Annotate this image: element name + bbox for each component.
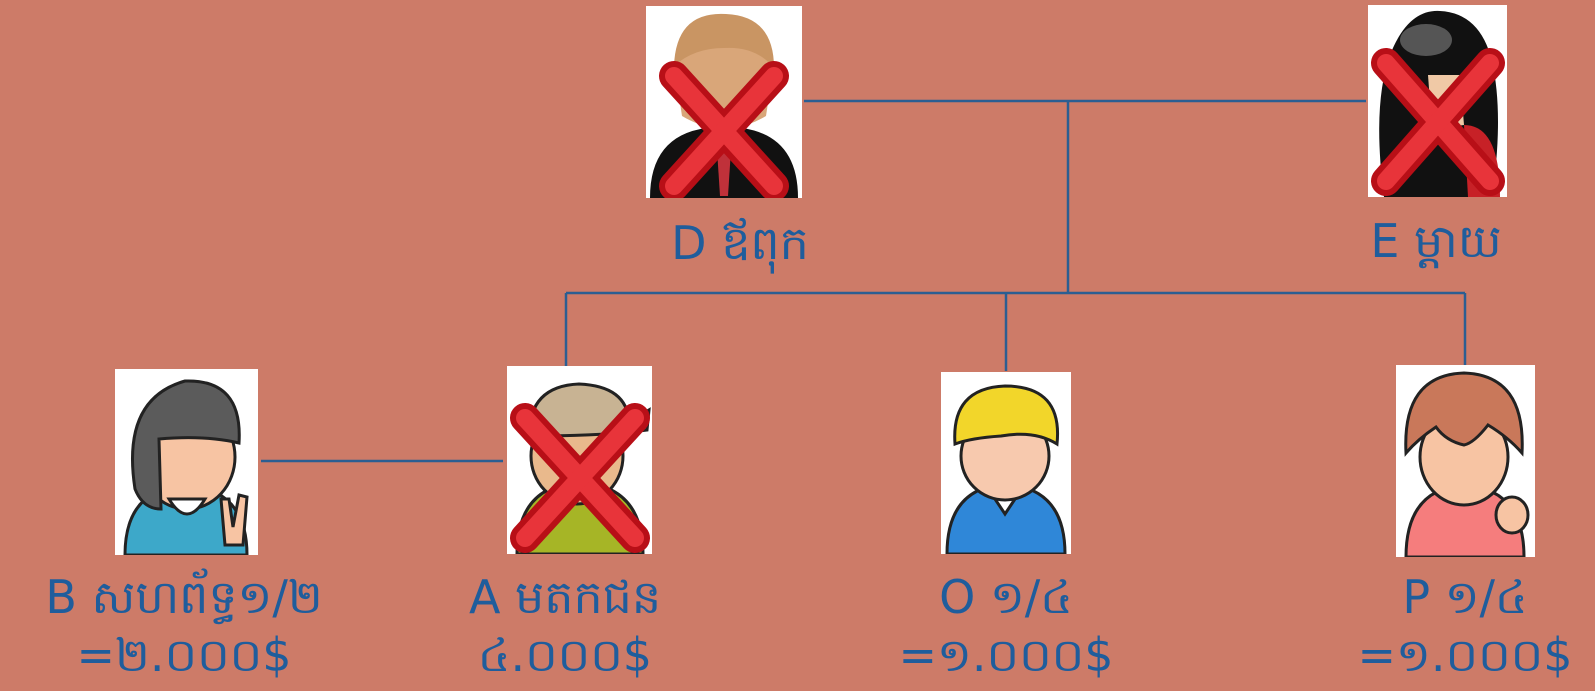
woman-peace-sign-avatar-icon	[123, 379, 249, 555]
sibling-o-portrait	[941, 372, 1071, 554]
blonde-boy-avatar-icon	[945, 384, 1067, 554]
spouse-portrait	[115, 369, 258, 555]
deceased-label: A មតកជន ៤.០០០$	[468, 570, 662, 682]
mother-portrait	[1368, 5, 1507, 197]
spouse-label: B សហព័ទ្ធ១/២ =២.០០០$	[45, 570, 323, 682]
mother-label: E ម្តាយ	[1370, 214, 1502, 268]
father-label: D ឪពុក	[671, 216, 809, 270]
cross-icon	[1371, 48, 1505, 196]
sibling-o-label: O ១/៤ =១.០០០$	[898, 570, 1114, 682]
deceased-portrait	[507, 366, 652, 554]
cross-icon	[510, 403, 650, 553]
girl-thumbs-up-avatar-icon	[1404, 371, 1530, 557]
cross-icon	[659, 61, 789, 198]
sibling-p-label: P ១/៤ =១.០០០$	[1357, 570, 1573, 682]
sibling-p-portrait	[1396, 365, 1535, 557]
father-portrait	[646, 6, 802, 198]
